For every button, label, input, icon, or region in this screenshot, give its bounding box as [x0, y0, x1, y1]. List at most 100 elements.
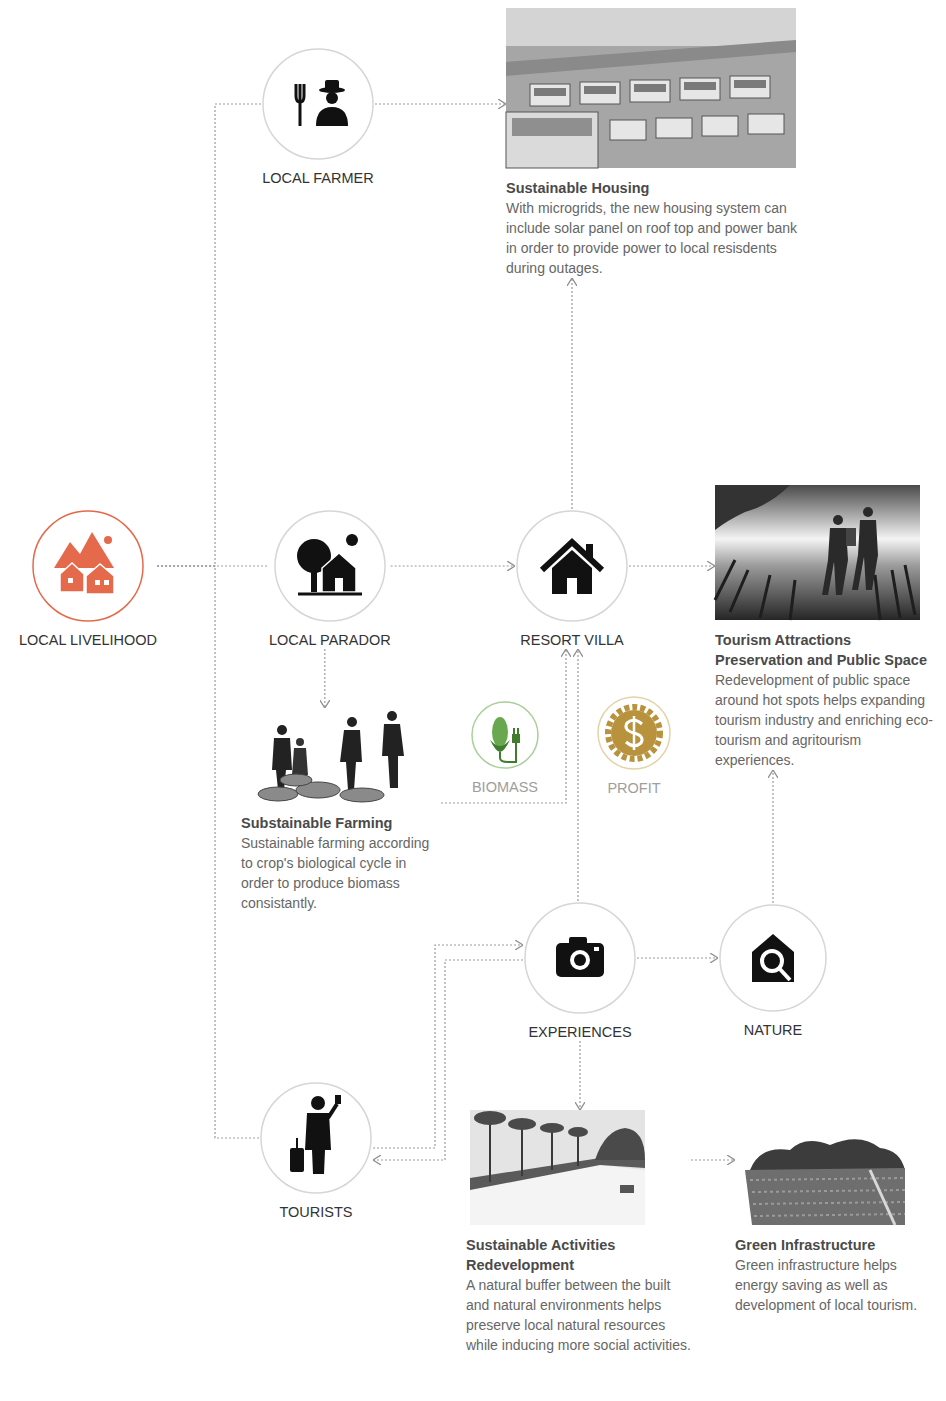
tourism-photo [715, 485, 920, 620]
nature-icon [752, 934, 794, 982]
icon-head [326, 92, 338, 104]
card-body: Sustainable farming according to crop's … [241, 833, 441, 913]
icon-arm [328, 1104, 337, 1118]
photo-hiker-head [833, 515, 843, 525]
circle-border [517, 511, 627, 621]
circle-border [33, 511, 143, 621]
photo-basket [340, 788, 384, 802]
photo-space [715, 485, 937, 630]
photo-house [680, 78, 720, 100]
dotted-connector [157, 566, 259, 1138]
circle-label: LOCAL LIVELIHOOD [19, 631, 157, 649]
origin-circle: LOCAL LIVELIHOOD [19, 509, 157, 649]
parador-icon [297, 534, 362, 594]
photo-card: Substainable FarmingSustainable farming … [241, 708, 441, 913]
photo-space [735, 1130, 935, 1235]
photo-roof [534, 88, 566, 96]
photo-house [580, 82, 620, 104]
node-outline [523, 901, 637, 1015]
card-body: With microgrids, the new housing system … [506, 198, 798, 278]
photo-palm [521, 1124, 523, 1176]
icon-leaves [490, 740, 510, 752]
icon-pin [513, 728, 515, 734]
photo-roof [584, 86, 616, 94]
photo-palm-top [568, 1127, 588, 1137]
icon-gear-teeth [608, 707, 660, 759]
node-outline [515, 509, 629, 623]
dotted-connector [571, 278, 572, 509]
photo-lawn [470, 1158, 645, 1190]
photo-roof [634, 84, 666, 92]
icon-handle [296, 1138, 298, 1148]
node-outline [273, 509, 387, 623]
card-body: Green infrastructure helps energy saving… [735, 1255, 935, 1315]
profit-icon [608, 707, 660, 759]
photo-bench [620, 1185, 634, 1193]
tourist-icon [290, 1095, 341, 1174]
icon-house [552, 550, 592, 594]
photo-basket [258, 787, 298, 801]
dotted-connector [157, 104, 261, 566]
hub-circle: RESORT VILLA [515, 509, 629, 649]
icon-house [752, 934, 794, 982]
photo-palm-top [474, 1111, 506, 1125]
circle-border [598, 697, 670, 769]
photo-ground [506, 8, 796, 168]
photo-field [506, 8, 796, 46]
photo-hiker [852, 520, 878, 590]
circle-label: RESORT VILLA [520, 631, 623, 649]
card-body: A natural buffer between the built and n… [466, 1275, 691, 1355]
card-heading: Green Infrastructure [735, 1235, 935, 1255]
hub-circle: EXPERIENCES [523, 901, 637, 1041]
icon-head [311, 1096, 325, 1110]
dotted-connector [577, 649, 578, 901]
icon-flash [594, 947, 599, 951]
green-photo [745, 1139, 905, 1225]
circle-border [472, 702, 538, 768]
icon-lens-ring [570, 950, 590, 970]
photo-person-head [387, 711, 397, 721]
photo-green-roofs [534, 80, 766, 96]
dotted-connector [772, 770, 773, 903]
photo-hiker [822, 528, 848, 595]
photo-person-head [347, 717, 357, 727]
photo-road [506, 40, 796, 76]
icon-sun [104, 536, 112, 544]
icon-ground [298, 593, 362, 596]
circle-border [720, 905, 826, 1011]
photo-house [702, 116, 738, 136]
circle-border [525, 903, 635, 1013]
photo-house [530, 84, 570, 106]
card-body: Redevelopment of public space around hot… [715, 670, 937, 770]
icon-corn [492, 717, 508, 747]
farming-photo [258, 711, 404, 802]
photo-field [745, 1168, 905, 1225]
resource-circle: BIOMASS [470, 700, 540, 796]
dotted-connector [579, 1041, 580, 1110]
icon-body [316, 107, 348, 126]
resource-circle: PROFIT [596, 695, 672, 797]
dotted-connector [391, 565, 515, 566]
circle-border [261, 1083, 371, 1193]
photo-tree [715, 485, 790, 530]
farmer-icon [296, 80, 348, 126]
icon-stem [778, 967, 790, 980]
photo-ground [470, 1110, 645, 1225]
activities-photo [470, 1110, 645, 1225]
node-outline [718, 903, 828, 1013]
photo-person-head [296, 738, 304, 746]
photo-trees [750, 1139, 905, 1170]
photo-grass [715, 560, 915, 620]
biomass-icon [490, 717, 520, 762]
node-outline [31, 509, 145, 623]
photo-building [506, 112, 598, 168]
circle-label: EXPERIENCES [528, 1023, 631, 1041]
icon-window [68, 578, 73, 583]
villa-icon [542, 542, 602, 594]
photo-ground [715, 485, 920, 620]
housing-photo [506, 8, 796, 168]
card-heading: Sustainable Housing [506, 178, 798, 198]
photo-canopy [474, 1111, 645, 1160]
dotted-connector [691, 1159, 735, 1160]
